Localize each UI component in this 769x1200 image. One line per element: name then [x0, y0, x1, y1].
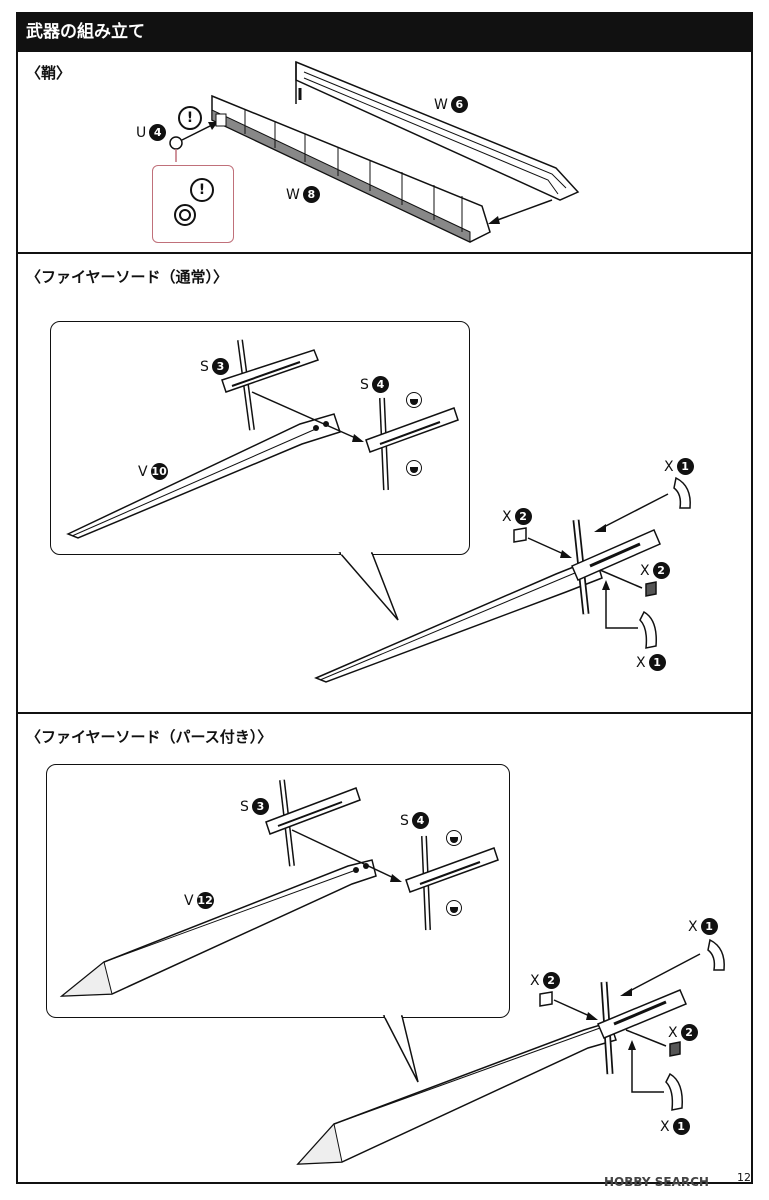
wing-part-x1 [665, 1072, 683, 1111]
wing-part-x1 [673, 476, 691, 509]
warning-icon: ! [190, 178, 214, 202]
crossguard-part-s3 [265, 787, 361, 835]
cap-part-x2 [539, 991, 553, 1007]
section-divider [16, 712, 753, 714]
section-title-sheath: 〈鞘〉 [26, 64, 72, 82]
section-title-fire-sword-perspective: 〈ファイヤーソード（パース付き）〉 [26, 728, 273, 746]
blade-part-v10 [66, 413, 341, 539]
section-title-fire-sword-normal: 〈ファイヤーソード（通常）〉 [26, 268, 229, 286]
detail-inset [152, 165, 234, 243]
assembled-fire-sword [314, 556, 603, 683]
assembly-mark-icon [406, 392, 422, 408]
assembly-mark-icon [406, 460, 422, 476]
sheath-part-w8-edge [211, 109, 471, 243]
cap-part-x2 [669, 1041, 681, 1057]
warning-icon: ! [178, 106, 202, 130]
section-divider [16, 252, 753, 254]
watermark: HOBBY SEARCH [604, 1175, 709, 1189]
wing-part-x1 [707, 938, 725, 971]
assembly-mark-icon [446, 900, 462, 916]
cap-part-x2 [513, 527, 527, 543]
page-title: 武器の組み立て [16, 12, 753, 52]
assembled-fire-sword-perspective [296, 1021, 617, 1165]
page-number: 12 [737, 1171, 751, 1184]
assembly-mark-icon [446, 830, 462, 846]
crossguard-part-s4 [405, 847, 499, 893]
cap-part-x2 [645, 581, 657, 597]
wing-part-x1 [639, 610, 657, 649]
